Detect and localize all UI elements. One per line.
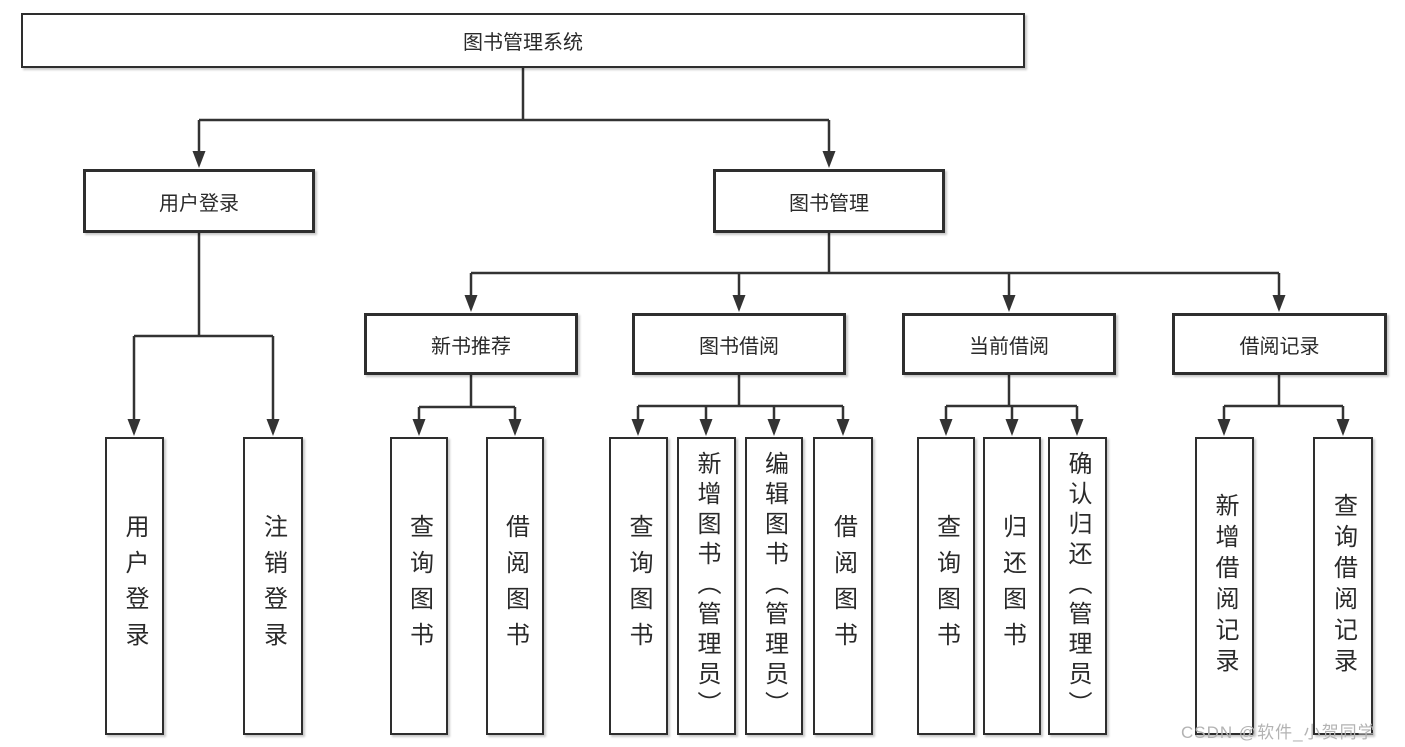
leaf-query-borrow-record: 查询借阅记录 — [1313, 437, 1373, 735]
connector-borrow-to-leaves — [631, 375, 850, 436]
leaf-borrow-books: 借阅图书 — [813, 437, 873, 735]
leaf-add-borrow-record: 新增借阅记录 — [1195, 437, 1254, 735]
node-current-borrow: 当前借阅 — [902, 313, 1116, 375]
leaf-add-books-admin: 新增图书（管理员） — [677, 437, 736, 735]
node-user-login: 用户登录 — [83, 169, 315, 233]
connector-records-to-leaves — [1217, 375, 1350, 436]
node-book-borrow: 图书借阅 — [632, 313, 846, 375]
connector-current-to-leaves — [939, 375, 1084, 436]
node-root-system: 图书管理系统 — [21, 13, 1025, 68]
node-new-book-recommend: 新书推荐 — [364, 313, 578, 375]
leaf-query-books-borrow: 查询图书 — [609, 437, 668, 735]
connector-book-mgmt-to-level3 — [464, 233, 1286, 312]
connector-user-login-to-leaves — [127, 233, 280, 436]
leaf-borrow-books-recommend: 借阅图书 — [486, 437, 544, 735]
leaf-query-books-current: 查询图书 — [917, 437, 975, 735]
leaf-query-books-recommend: 查询图书 — [390, 437, 448, 735]
leaf-return-books: 归还图书 — [983, 437, 1041, 735]
connector-new-book-to-leaves — [412, 375, 522, 436]
leaf-logout: 注销登录 — [243, 437, 303, 735]
leaf-confirm-return-admin: 确认归还（管理员） — [1048, 437, 1107, 735]
csdn-watermark: CSDN @软件_小贺同学 — [1181, 723, 1376, 742]
node-book-management: 图书管理 — [713, 169, 945, 233]
connector-root-to-level2 — [192, 68, 836, 168]
node-borrow-records: 借阅记录 — [1172, 313, 1387, 375]
leaf-user-login: 用户登录 — [105, 437, 164, 735]
leaf-edit-books-admin: 编辑图书（管理员） — [745, 437, 803, 735]
